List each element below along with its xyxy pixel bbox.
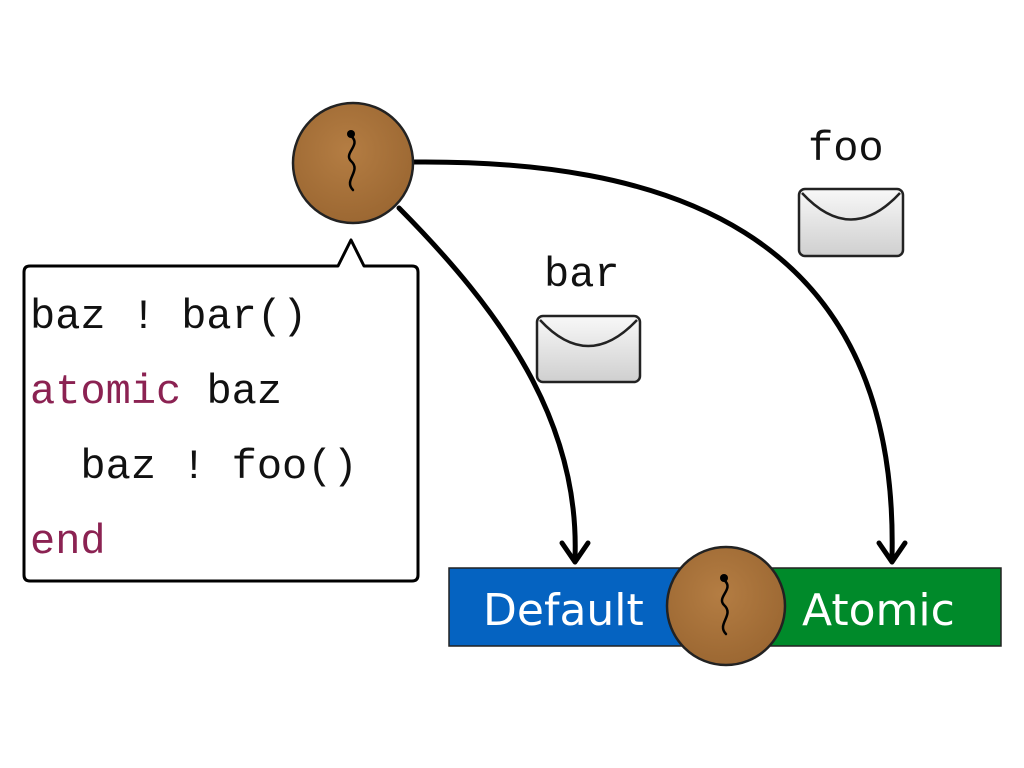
- process-squiggle-icon: [291, 101, 415, 225]
- code-block: baz ! bar() atomic baz baz ! foo() end: [30, 293, 358, 566]
- receiver-process-squiggle-icon: [665, 545, 787, 667]
- arrow-head-default: [559, 540, 591, 565]
- arrow-to-atomic-queue: [411, 159, 895, 561]
- code-keyword: end: [30, 518, 106, 566]
- code-line: atomic baz: [30, 368, 282, 416]
- code-token: baz ! foo(): [30, 443, 358, 491]
- code-line: end: [30, 518, 106, 566]
- code-line: baz ! foo(): [30, 443, 358, 491]
- code-speech-bubble: [22, 238, 420, 583]
- code-token: baz: [181, 368, 282, 416]
- atomic-queue-label: Atomic: [802, 585, 955, 636]
- code-keyword: atomic: [30, 368, 181, 416]
- code-line: baz ! bar(): [30, 293, 307, 341]
- bar-message-label: bar: [544, 251, 620, 299]
- code-token: baz ! bar(): [30, 293, 307, 341]
- foo-envelope-icon: [797, 187, 905, 258]
- arrow-to-default-queue: [396, 205, 578, 561]
- default-queue-label: Default: [483, 585, 644, 636]
- bar-envelope-icon: [535, 314, 642, 384]
- foo-message-label: foo: [808, 125, 884, 173]
- arrow-head-atomic: [876, 540, 908, 565]
